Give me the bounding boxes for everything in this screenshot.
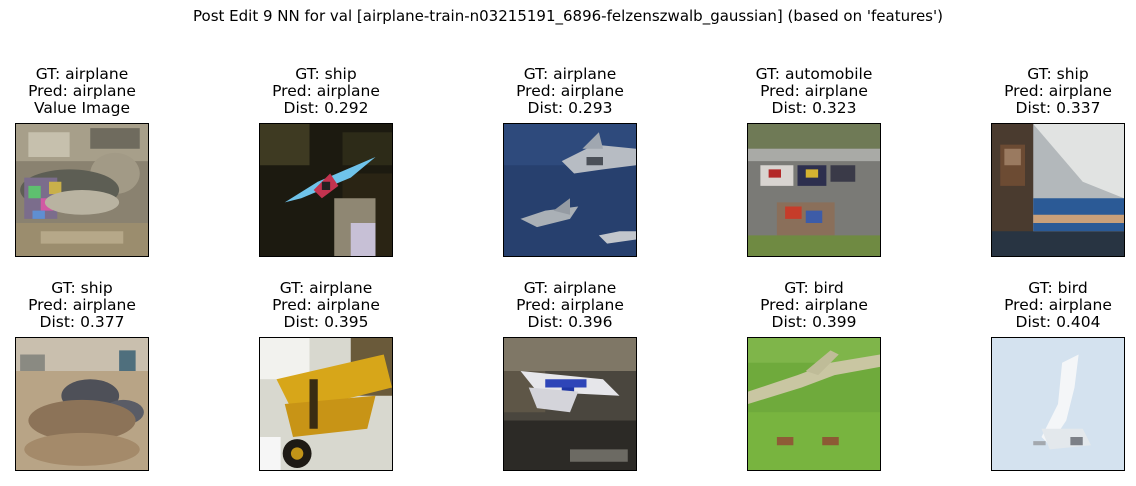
birds-on-grass-thumbnail <box>747 337 881 471</box>
panel-caption: GT: ship Pred: airplane Dist: 0.292 <box>216 66 436 117</box>
dist-label: Dist: 0.293 <box>527 99 613 117</box>
pred-label: Pred: airplane <box>272 82 380 100</box>
dist-label: Dist: 0.292 <box>283 99 369 117</box>
kayak-thumbnail <box>259 123 393 257</box>
dist-label: Dist: 0.323 <box>771 99 857 117</box>
gt-label: GT: bird <box>1028 279 1088 297</box>
panel-caption: GT: ship Pred: airplane Dist: 0.337 <box>948 66 1136 117</box>
pred-label: Pred: airplane <box>516 296 624 314</box>
race-cars-thumbnail <box>747 123 881 257</box>
dist-label: Dist: 0.396 <box>527 313 613 331</box>
pred-label: Pred: airplane <box>272 296 380 314</box>
pred-label: Pred: airplane <box>760 296 868 314</box>
pred-label: Pred: airplane <box>1004 82 1112 100</box>
value-label: Value Image <box>33 99 131 117</box>
panel-caption: GT: airplane Pred: airplane Dist: 0.293 <box>460 66 680 117</box>
dist-label: Dist: 0.337 <box>1015 99 1101 117</box>
gt-label: GT: airplane <box>35 65 129 83</box>
yellow-plane-thumbnail <box>259 337 393 471</box>
panel-caption: GT: automobile Pred: airplane Dist: 0.32… <box>704 66 924 117</box>
dist-label: Dist: 0.377 <box>39 313 125 331</box>
sailboat-thumbnail <box>991 123 1125 257</box>
panel-caption: GT: bird Pred: airplane Dist: 0.399 <box>704 280 924 331</box>
gt-label: GT: airplane <box>523 65 617 83</box>
pred-label: Pred: airplane <box>760 82 868 100</box>
gt-label: GT: ship <box>295 65 357 83</box>
gt-label: GT: bird <box>784 279 844 297</box>
gt-label: GT: automobile <box>755 65 873 83</box>
gt-label: GT: airplane <box>279 279 373 297</box>
panel-caption: GT: bird Pred: airplane Dist: 0.404 <box>948 280 1136 331</box>
figure-title: Post Edit 9 NN for val [airplane-train-n… <box>193 7 943 25</box>
white-bird-sky-thumbnail <box>991 337 1125 471</box>
panel-caption: GT: ship Pred: airplane Dist: 0.377 <box>0 280 192 331</box>
dist-label: Dist: 0.399 <box>771 313 857 331</box>
panel-caption: GT: airplane Pred: airplane Dist: 0.396 <box>460 280 680 331</box>
jets-thumbnail <box>503 123 637 257</box>
panel-caption: GT: airplane Pred: airplane Value Image <box>0 66 192 117</box>
panel-caption: GT: airplane Pred: airplane Dist: 0.395 <box>216 280 436 331</box>
white-blue-plane-thumbnail <box>503 337 637 471</box>
gt-label: GT: ship <box>51 279 113 297</box>
gt-label: GT: airplane <box>523 279 617 297</box>
dist-label: Dist: 0.404 <box>1015 313 1101 331</box>
gt-label: GT: ship <box>1027 65 1089 83</box>
pred-label: Pred: airplane <box>516 82 624 100</box>
pred-label: Pred: airplane <box>28 296 136 314</box>
pred-label: Pred: airplane <box>28 82 136 100</box>
dist-label: Dist: 0.395 <box>283 313 369 331</box>
pred-label: Pred: airplane <box>1004 296 1112 314</box>
query-airplane-thumbnail <box>15 123 149 257</box>
boat-on-sand-thumbnail <box>15 337 149 471</box>
